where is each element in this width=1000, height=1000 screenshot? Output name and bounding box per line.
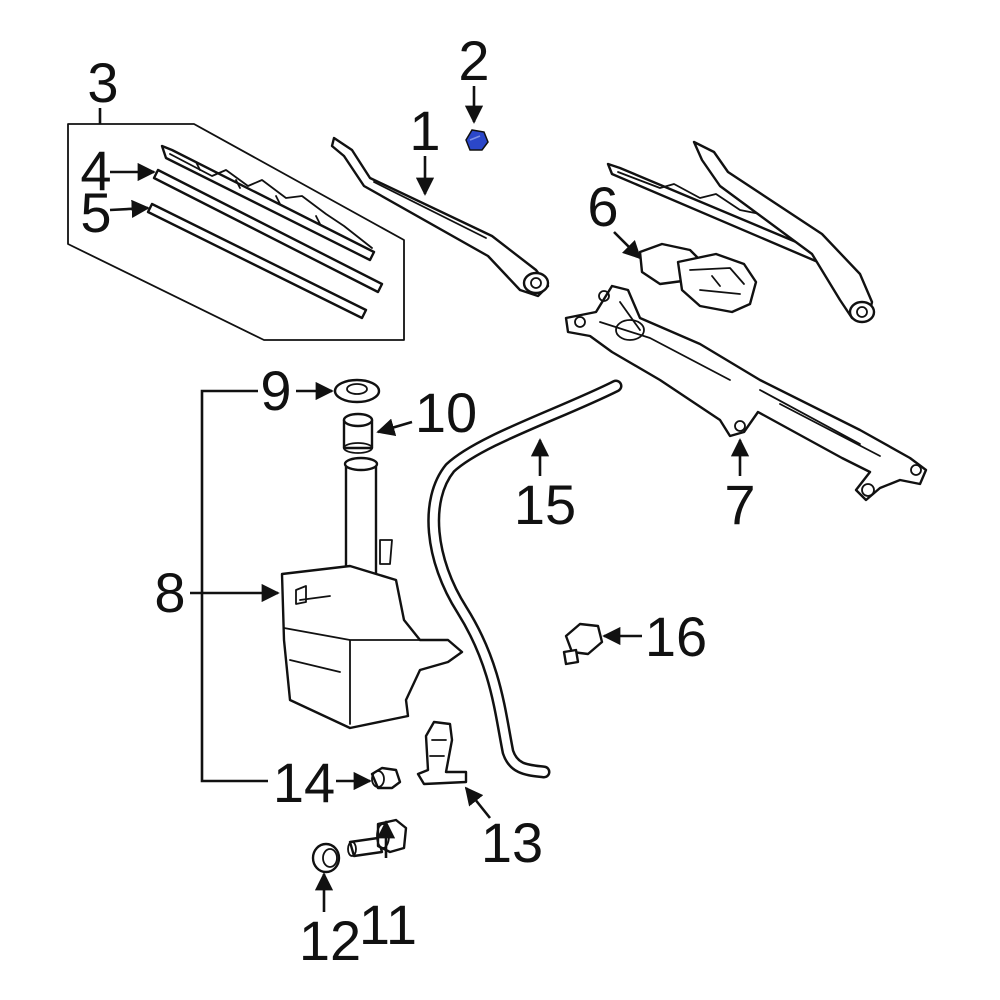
nozzle-cap-part-12[interactable] (311, 842, 341, 874)
callout-11: 11 (359, 893, 417, 956)
callout-14: 14 (273, 751, 335, 814)
bracket-8 (200, 389, 268, 783)
leader-lines (109, 86, 750, 912)
callout-4: 4 (80, 139, 111, 202)
callout-16: 16 (645, 605, 707, 668)
washer-pump-part-13[interactable] (416, 720, 468, 786)
callout-6: 6 (587, 175, 618, 238)
washer-nozzle-part-16[interactable] (562, 622, 604, 666)
arrow-13 (464, 786, 492, 819)
callout-13: 13 (481, 811, 543, 874)
callout-7: 7 (724, 473, 755, 536)
strainer-part-10[interactable] (342, 412, 374, 454)
arrow-5 (109, 199, 150, 218)
washer-hose-part-15[interactable] (427, 379, 623, 779)
callout-1: 1 (409, 99, 440, 162)
callout-8: 8 (154, 561, 185, 624)
washer-jet-part-11[interactable] (347, 818, 408, 858)
wiper-blade-group-3 (67, 108, 405, 341)
blade-kit-outline (67, 123, 405, 341)
washer-reservoir-part-8[interactable] (280, 456, 464, 730)
passenger-wiper-assembly (606, 140, 876, 324)
arrow-6 (613, 231, 642, 260)
callout-10: 10 (415, 381, 477, 444)
callout-labels: 1 2 3 4 5 6 7 8 9 10 11 12 13 14 15 16 (80, 29, 755, 972)
callout-9: 9 (260, 359, 291, 422)
reservoir-cap-part-9[interactable] (333, 378, 381, 404)
grommet-part-14[interactable] (370, 766, 402, 790)
wiper-linkage-part-7[interactable] (564, 284, 928, 502)
callout-5: 5 (80, 181, 111, 244)
callout-12: 12 (299, 909, 361, 972)
callout-15: 15 (514, 473, 576, 536)
wiper-blade-part-4[interactable] (160, 144, 376, 262)
callout-3: 3 (87, 51, 118, 114)
wiper-arm-part-1[interactable] (330, 136, 550, 298)
nut-part-2[interactable] (465, 129, 489, 151)
callout-2: 2 (458, 29, 489, 92)
wiper-motor-part-6[interactable] (638, 242, 758, 314)
arrow-10 (376, 418, 413, 437)
